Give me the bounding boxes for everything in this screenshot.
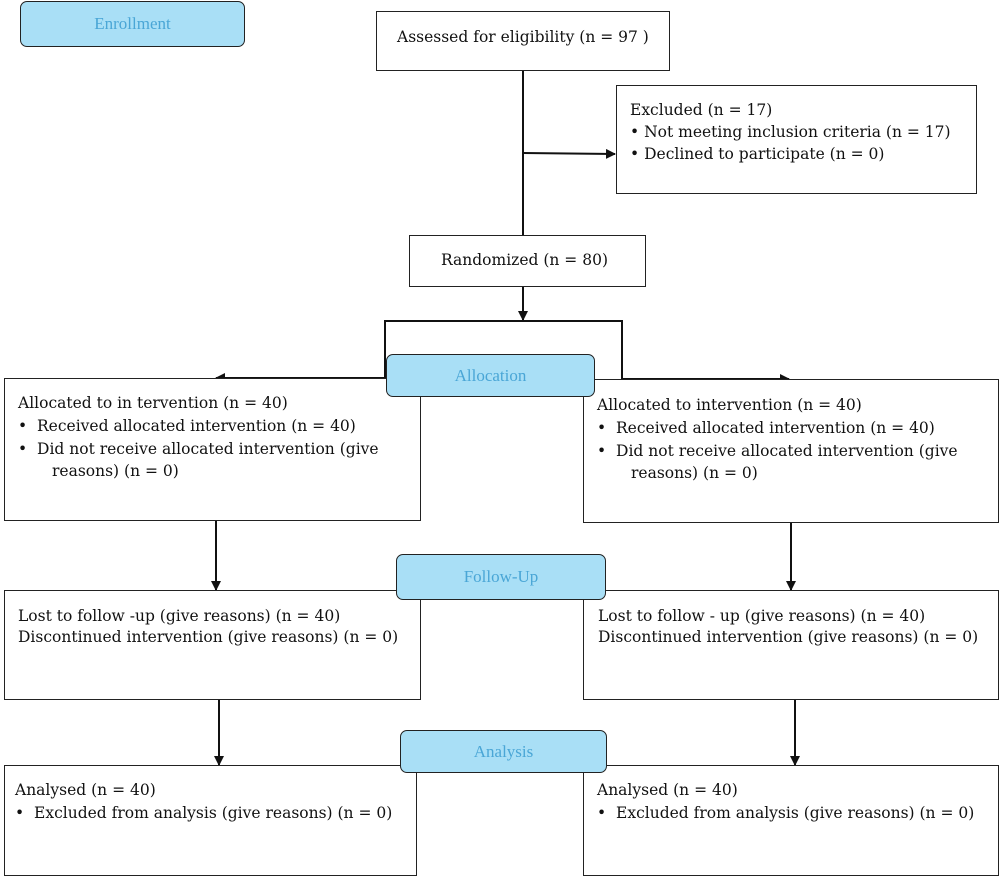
assessed-box: Assessed for eligibility (n = 97 ) <box>376 11 670 71</box>
analysis-left-item-1: • Excluded from analysis (give reasons) … <box>15 804 393 822</box>
excluded-item-2: • Declined to participate (n = 0) <box>630 145 885 163</box>
analysis-right-item-1: • Excluded from analysis (give reasons) … <box>597 804 975 822</box>
followup-left-line-2: Discontinued intervention (give reasons)… <box>18 628 399 646</box>
allocation-right-item-1: • Received allocated intervention (n = 4… <box>597 419 935 437</box>
analysis-left-box: Analysed (n = 40) • Excluded from analys… <box>4 765 417 876</box>
analysis-right-box: Analysed (n = 40) • Excluded from analys… <box>583 765 999 876</box>
randomized-text: Randomized (n = 80) <box>441 251 608 269</box>
excluded-box: Excluded (n = 17) • Not meeting inclusio… <box>616 85 977 194</box>
stage-enrollment-label: Enrollment <box>20 1 245 47</box>
followup-right-box: Lost to follow - up (give reasons) (n = … <box>583 590 999 700</box>
allocation-left-item-1: • Received allocated intervention (n = 4… <box>18 417 356 435</box>
randomized-box: Randomized (n = 80) <box>409 235 646 287</box>
followup-right-line-2: Discontinued intervention (give reasons)… <box>598 628 979 646</box>
analysis-right-title: Analysed (n = 40) <box>597 781 738 799</box>
stage-allocation-label: Allocation <box>386 354 595 397</box>
allocation-right-title: Allocated to intervention (n = 40) <box>597 396 862 414</box>
allocation-left-box: Allocated to in tervention (n = 40) • Re… <box>4 378 421 521</box>
followup-left-line-1: Lost to follow -up (give reasons) (n = 4… <box>18 607 341 625</box>
allocation-right-item-2-cont: reasons) (n = 0) <box>631 464 758 482</box>
analysis-left-title: Analysed (n = 40) <box>15 781 156 799</box>
followup-right-line-1: Lost to follow - up (give reasons) (n = … <box>598 607 926 625</box>
allocation-right-item-2: • Did not receive allocated intervention… <box>597 442 958 460</box>
excluded-item-1: • Not meeting inclusion criteria (n = 17… <box>630 123 951 141</box>
allocation-right-box: Allocated to intervention (n = 40) • Rec… <box>583 379 999 523</box>
excluded-title: Excluded (n = 17) <box>630 101 773 119</box>
stage-follow-up-label: Follow-Up <box>396 554 606 600</box>
stage-analysis-label: Analysis <box>400 730 607 773</box>
followup-left-box: Lost to follow -up (give reasons) (n = 4… <box>4 590 421 700</box>
allocation-left-item-2: • Did not receive allocated intervention… <box>18 440 379 458</box>
assessed-text: Assessed for eligibility (n = 97 ) <box>397 28 649 46</box>
allocation-left-item-2-cont: reasons) (n = 0) <box>52 462 179 480</box>
allocation-left-title: Allocated to in tervention (n = 40) <box>18 394 288 412</box>
